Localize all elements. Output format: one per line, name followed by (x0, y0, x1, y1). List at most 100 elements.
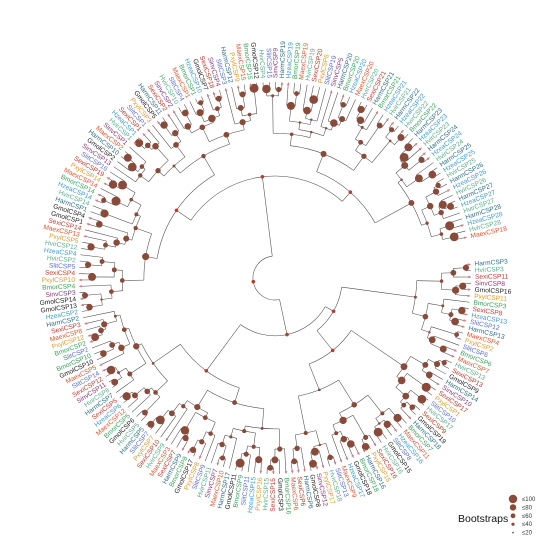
radial-branch (300, 447, 306, 472)
bootstrap-node (260, 175, 265, 179)
radial-branch (84, 229, 118, 239)
bootstrap-node (397, 376, 406, 385)
radial-branch (115, 379, 134, 393)
tip-marker (345, 457, 348, 460)
bootstrap-node (223, 131, 230, 138)
tip-marker (147, 129, 150, 132)
bootstrap-node (346, 440, 355, 448)
bootstrap-node (100, 350, 107, 357)
bootstrap-node (232, 400, 237, 405)
bootstrap-node (309, 459, 317, 468)
radial-branch (278, 428, 281, 449)
radial-branch (434, 367, 446, 375)
bootstrap-node (448, 312, 454, 318)
radial-branch (173, 165, 181, 174)
bootstrap-node (432, 188, 440, 195)
radial-branch (131, 199, 142, 206)
tip-marker (447, 189, 450, 192)
tip-marker (375, 111, 378, 115)
bootstrap-node (418, 156, 425, 164)
bootstrap-node (324, 127, 328, 130)
radial-branch (94, 350, 103, 355)
radial-branch (352, 415, 366, 438)
bootstrap-node (168, 410, 175, 417)
bootstrap-node (249, 83, 259, 93)
bootstrap-node (101, 321, 108, 328)
radial-branch (342, 191, 351, 202)
bootstrap-node (339, 416, 347, 425)
bootstrap-node (181, 404, 186, 409)
bootstrap-node (439, 232, 444, 236)
bootstrap-node (450, 269, 457, 276)
radial-branch (172, 110, 185, 129)
radial-branch (81, 309, 91, 312)
tip-marker (330, 91, 333, 94)
radial-branch (351, 330, 405, 367)
bootstrap-node (330, 348, 335, 353)
bootstrap-node (103, 242, 108, 248)
legend-label: ≤100 (522, 497, 536, 503)
radial-branch (315, 430, 321, 446)
bootstrap-node (151, 361, 155, 365)
radial-branch (201, 96, 204, 102)
radial-branch (416, 162, 434, 176)
bootstrap-node (428, 331, 431, 334)
bootstrap-node (142, 253, 150, 261)
radial-branch (131, 394, 151, 413)
radial-branch (160, 416, 176, 438)
tip-label: SlitCSP11 (240, 475, 251, 506)
tip-label: SinvCSP8 (475, 280, 506, 288)
bootstrap-node (131, 392, 138, 399)
radial-branch (219, 89, 222, 98)
bootstrap-node (401, 402, 407, 408)
bootstrap-node (262, 84, 271, 94)
radial-branch (293, 82, 295, 94)
bootstrap-node (422, 313, 429, 320)
radial-branch (363, 107, 373, 123)
bootstrap-node (378, 422, 381, 425)
tip-marker (103, 369, 106, 372)
legend-label: ≤60 (522, 514, 533, 520)
tip-label: HvirCSP4 (257, 49, 266, 79)
tip-marker (460, 224, 463, 227)
radial-branch (83, 311, 115, 319)
arc-branch (252, 255, 280, 301)
radial-branch (345, 96, 351, 107)
radial-branch (96, 356, 105, 361)
radial-branch (442, 365, 449, 369)
tip-label: HzeaCSP19 (285, 42, 294, 79)
bootstrap-node (388, 139, 392, 143)
radial-branch (430, 372, 443, 380)
tip-label: HvirCSP12 (44, 240, 78, 252)
bootstrap-node (298, 121, 302, 124)
bootstrap-node (330, 119, 338, 127)
bootstrap-node (181, 109, 189, 117)
bootstrap-node (317, 388, 321, 392)
tip-marker (386, 118, 389, 121)
tip-marker (249, 84, 252, 87)
tip-label: PxylCSP11 (474, 293, 508, 303)
bootstrap-node (194, 403, 201, 411)
tip-label: HzeaCSP15 (247, 476, 258, 513)
radial-branch (110, 171, 126, 182)
bootstrap-node (204, 369, 209, 373)
tip-marker (134, 142, 137, 145)
radial-branch (117, 161, 130, 171)
bootstrap-node (196, 109, 204, 117)
tip-label: SexiCSP8 (472, 306, 503, 318)
tip-marker (342, 95, 345, 98)
bootstrap-node (111, 196, 121, 206)
bootstrap-node (357, 105, 365, 114)
bootstrap-node (439, 279, 444, 283)
radial-branch (439, 183, 448, 189)
bootstrap-node (95, 220, 103, 228)
bootstrap-node (123, 153, 132, 162)
radial-branch (323, 128, 327, 136)
legend-size-marker (508, 494, 518, 504)
bootstrap-node (393, 413, 402, 422)
legend-size-marker (509, 504, 517, 511)
radial-branch (144, 396, 161, 413)
bootstrap-node (144, 388, 151, 395)
radial-branch (136, 410, 144, 417)
tip-label: MaexCSP19 (298, 42, 310, 80)
